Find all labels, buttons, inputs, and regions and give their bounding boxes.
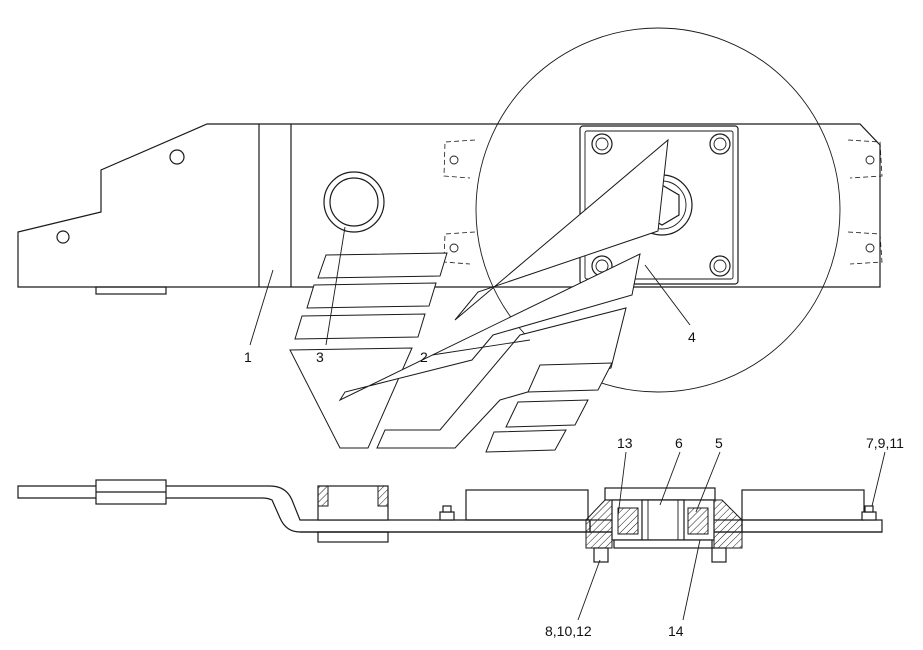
bushing-inner [329, 177, 379, 227]
shaft [641, 499, 685, 541]
callout-8-10-12: 8,10,12 [545, 623, 592, 639]
frame-plate [17, 123, 881, 288]
callout-6: 6 [675, 435, 683, 451]
callout-3: 3 [316, 349, 324, 365]
section-leaders [577, 451, 886, 621]
lower-tab [95, 286, 167, 295]
bearing-section [585, 487, 743, 563]
callout-2: 2 [420, 349, 428, 365]
callout-5: 5 [715, 435, 723, 451]
leader-lines [249, 226, 691, 356]
top-view: 1 3 2 4 [17, 27, 883, 453]
mount-hole [169, 149, 185, 165]
callout-4: 4 [688, 329, 696, 345]
bushing-outer [323, 171, 385, 233]
callout-14: 14 [668, 623, 684, 639]
mount-hole [56, 230, 70, 244]
callout-7-9-11: 7,9,11 [866, 435, 904, 451]
watermark-logo [289, 138, 669, 453]
ear-tabs [443, 139, 883, 265]
strap-bolts [439, 505, 877, 521]
callout-13: 13 [617, 435, 633, 451]
section-view: 13 6 5 7,9,11 8,10,12 14 [17, 435, 904, 639]
disc [475, 27, 841, 393]
callout-1: 1 [244, 349, 252, 365]
strap [17, 485, 591, 533]
bushing-section [317, 485, 389, 521]
